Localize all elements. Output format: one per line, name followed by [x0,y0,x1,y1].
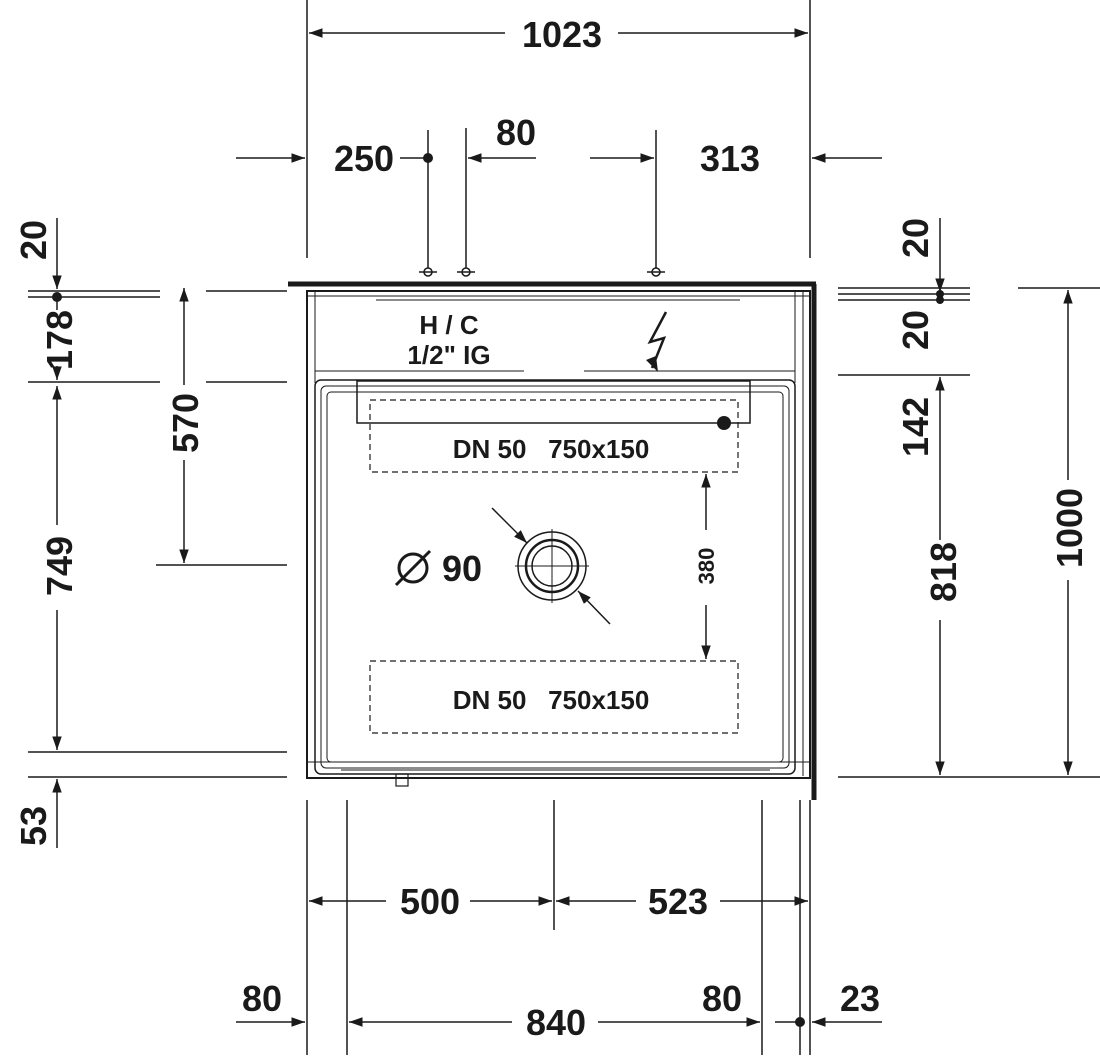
dim-left-20: 20 [13,220,54,260]
dim-left-749: 749 [39,536,80,596]
supply-label-line1: H / C [419,310,478,340]
dim-left-178: 178 [39,310,80,370]
dim-overall-width: 1023 [522,14,602,55]
dim-inner-380: 380 [694,548,719,585]
drain-outlet-icon [717,416,731,430]
dim-left-53: 53 [13,806,54,846]
dim-right-818: 818 [923,542,964,602]
dim-right-offset: 313 [700,138,760,179]
dim-left-570: 570 [165,393,206,453]
dim-gap: 80 [496,112,536,153]
drain-label-top: DN 50 750x150 [453,434,650,464]
dim-bottom-840: 840 [526,1002,586,1043]
dim-bottom-500: 500 [400,881,460,922]
supply-label-line2: 1/2" IG [407,340,490,370]
dim-bottom-80-left: 80 [242,978,282,1019]
dim-right-1000: 1000 [1049,488,1090,568]
dim-bottom-80-right: 80 [702,978,742,1019]
dim-right-20: 20 [895,218,936,258]
dim-bottom-523: 523 [648,881,708,922]
dim-bottom-23: 23 [840,978,880,1019]
drain-label-bottom: DN 50 750x150 [453,685,650,715]
lightning-icon [647,311,668,369]
dim-right-20-lower: 20 [895,310,936,350]
dim-right-142: 142 [895,397,936,457]
diameter-value: 90 [442,548,482,589]
dim-left-offset: 250 [334,138,394,179]
diameter-symbol-icon [394,549,432,587]
dimension-dot-icon [423,153,433,163]
